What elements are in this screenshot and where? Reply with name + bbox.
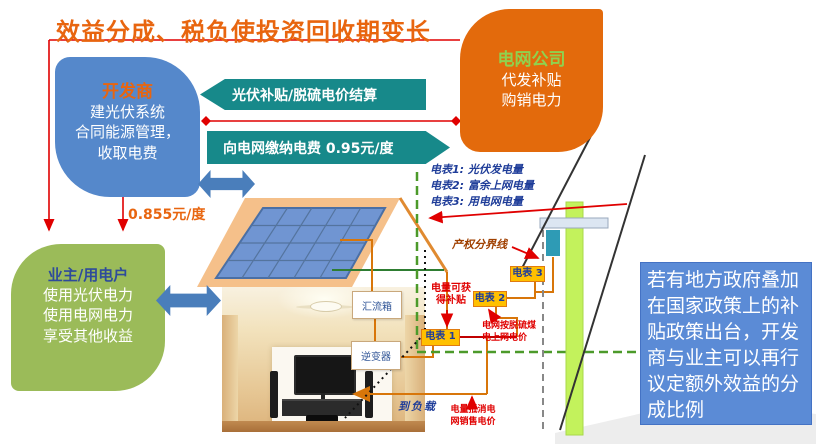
subsidy-flow-arrow: 光伏补贴/脱硫电价结算 xyxy=(200,79,426,110)
pay-grid-flow-label: 向电网缴纳电费 0.95元/度 xyxy=(223,140,394,157)
annotation-line: 电网按脱硫煤 xyxy=(482,321,537,331)
legend-item: 电表3: 用电网电量 xyxy=(430,195,523,208)
annotation-line: 电上网电价 xyxy=(482,333,528,343)
meter-1-box: 电表 1 xyxy=(421,329,460,346)
grid-company-line: 代发补贴 xyxy=(501,71,562,89)
page-title: 效益分成、税负使投资回收期变长 xyxy=(56,18,431,46)
owner-line: 使用光伏电力 xyxy=(42,286,133,304)
red-diamond-left xyxy=(201,116,211,126)
meter1-annotation: 电量可获 得补贴 xyxy=(426,283,476,307)
tv-stand xyxy=(321,393,325,399)
double-arrow-icon xyxy=(198,170,255,198)
pay-grid-flow-arrow: 向电网缴纳电费 0.95元/度 xyxy=(207,131,450,164)
owner-line: 使用电网电力 xyxy=(42,306,133,325)
curtain-left xyxy=(222,315,238,423)
legend-item: 电表1: 光伏发电量 xyxy=(430,163,523,176)
double-arrow-icon xyxy=(156,285,221,316)
media-cabinet xyxy=(282,399,362,416)
speaker-right-icon xyxy=(365,371,373,418)
crossarm xyxy=(539,217,609,229)
wood-floor xyxy=(222,421,425,432)
tv-icon xyxy=(294,355,356,395)
annotation-line: 电量可获 xyxy=(431,283,471,294)
grid-company-title: 电网公司 xyxy=(497,50,566,70)
utility-pole xyxy=(519,129,646,436)
developer-box: 开发商 建光伏系统 合同能源管理， 收取电费 xyxy=(55,57,200,197)
speaker-left-icon xyxy=(270,371,278,418)
owner-title: 业主/用电户 xyxy=(47,266,129,284)
meter-2-box: 电表 2 xyxy=(473,291,507,307)
ceiling-lamp-icon xyxy=(310,301,342,312)
to-load-label: 到负载 xyxy=(398,400,437,413)
property-boundary-label: 产权分界线 xyxy=(452,238,507,251)
annotation-line: 网销售电价 xyxy=(450,417,496,427)
meter-legend: 电表1: 光伏发电量 电表2: 富余上网电量 电表3: 用电网电量 xyxy=(430,162,534,210)
meter-3-box: 电表 3 xyxy=(510,266,545,282)
combiner-box: 汇流箱 xyxy=(352,291,402,319)
meter2-annotation: 电网按脱硫煤 电上网电价 xyxy=(482,320,550,344)
grid-company-line: 购销电力 xyxy=(501,91,562,110)
owner-line: 享受其他收益 xyxy=(42,326,133,345)
solar-panel-icon xyxy=(214,207,387,279)
price-to-owner-label: 0.855元/度 xyxy=(128,207,206,223)
legend-item: 电表2: 富余上网电量 xyxy=(430,179,534,192)
developer-title: 开发商 xyxy=(102,82,153,102)
transformer-icon xyxy=(546,230,560,256)
developer-line: 合同能源管理， xyxy=(74,123,180,142)
policy-note-box: 若有地方政府叠加在国家政策上的补贴政策出台，开发商与业主可以再行议定额外效益的分… xyxy=(640,262,812,425)
owner-box: 业主/用电户 使用光伏电力 使用电网电力 享受其他收益 xyxy=(11,244,165,391)
load-annotation: 电量抵消电 网销售电价 xyxy=(442,404,504,428)
roof xyxy=(197,197,449,287)
developer-line: 建光伏系统 xyxy=(89,103,165,121)
annotation-line: 电量抵消电 xyxy=(450,405,496,415)
annotation-line: 得补贴 xyxy=(436,295,466,306)
developer-line: 收取电费 xyxy=(97,143,158,162)
subsidy-flow-label: 光伏补贴/脱硫电价结算 xyxy=(232,87,378,104)
grid-company-box: 电网公司 代发补贴 购销电力 xyxy=(460,9,603,152)
inverter-box: 逆变器 xyxy=(351,341,401,370)
